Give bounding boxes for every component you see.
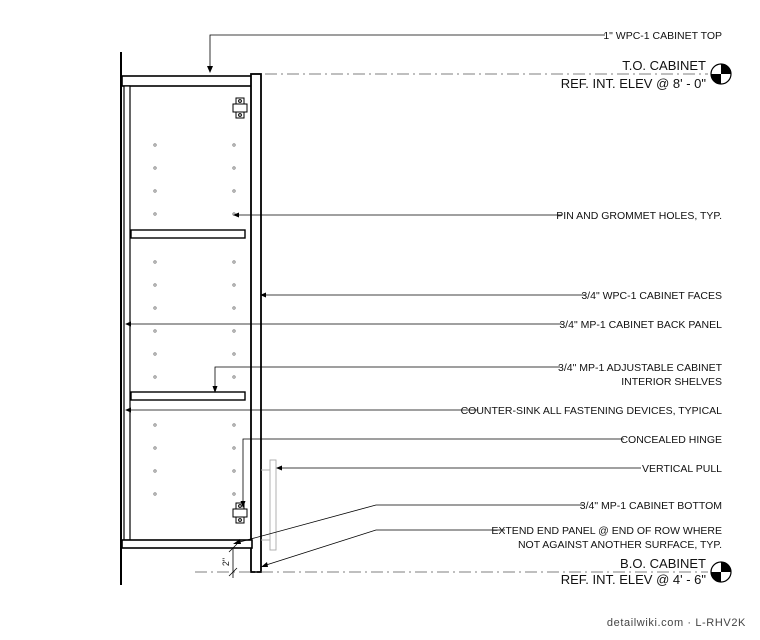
pin-holes-left bbox=[153, 143, 157, 496]
note-pin-grommet: PIN AND GROMMET HOLES, TYP. bbox=[556, 210, 722, 222]
back-panel bbox=[123, 85, 131, 541]
cabinet-bottom bbox=[121, 539, 253, 549]
note-cabinet-bottom: 3/4" MP-1 CABINET BOTTOM bbox=[580, 500, 722, 512]
note-hinge: CONCEALED HINGE bbox=[620, 434, 722, 446]
upper-shelf bbox=[130, 229, 246, 239]
leader-shelves bbox=[214, 366, 560, 390]
leader-cabinet-top bbox=[209, 34, 605, 70]
leader-cabinet-bottom bbox=[235, 504, 583, 544]
bottom-level-symbol bbox=[710, 561, 732, 583]
pin-holes-right bbox=[232, 143, 236, 496]
note-cabinet-faces: 3/4" WPC-1 CABINET FACES bbox=[581, 290, 722, 302]
top-level-symbol bbox=[710, 63, 732, 85]
leader-end-panel bbox=[262, 529, 505, 567]
note-cabinet-top: 1" WPC-1 CABINET TOP bbox=[603, 30, 722, 42]
cabinet-face-panel bbox=[250, 73, 262, 573]
bottom-level-title: B.O. CABINET bbox=[620, 556, 706, 571]
bottom-level-ref: REF. INT. ELEV @ 4' - 6" bbox=[561, 572, 707, 587]
leader-lines bbox=[128, 34, 641, 567]
cabinet-top bbox=[121, 75, 253, 87]
top-level-title: T.O. CABINET bbox=[622, 58, 706, 73]
vertical-pull bbox=[261, 459, 277, 551]
top-level-ref: REF. INT. ELEV @ 8' - 0" bbox=[561, 76, 707, 91]
concealed-hinge-bottom bbox=[232, 502, 248, 524]
lower-shelf bbox=[130, 391, 246, 401]
dimension-2in bbox=[228, 543, 238, 578]
dimension-label: 2" bbox=[221, 558, 231, 566]
note-end-panel-line1: EXTEND END PANEL @ END OF ROW WHERE bbox=[491, 525, 722, 537]
arrowheads bbox=[125, 66, 282, 567]
note-shelves-line2: INTERIOR SHELVES bbox=[621, 376, 722, 388]
note-pull: VERTICAL PULL bbox=[642, 463, 722, 475]
note-shelves-line1: 3/4" MP-1 ADJUSTABLE CABINET bbox=[558, 362, 723, 374]
concealed-hinge-top bbox=[232, 97, 248, 119]
note-back-panel: 3/4" MP-1 CABINET BACK PANEL bbox=[559, 319, 722, 331]
note-end-panel-line2: NOT AGAINST ANOTHER SURFACE, TYP. bbox=[518, 539, 722, 551]
watermark: detailwiki.com · L-RHV2K bbox=[607, 617, 746, 629]
leader-hinge bbox=[242, 438, 624, 505]
note-countersink: COUNTER-SINK ALL FASTENING DEVICES, TYPI… bbox=[461, 405, 723, 417]
